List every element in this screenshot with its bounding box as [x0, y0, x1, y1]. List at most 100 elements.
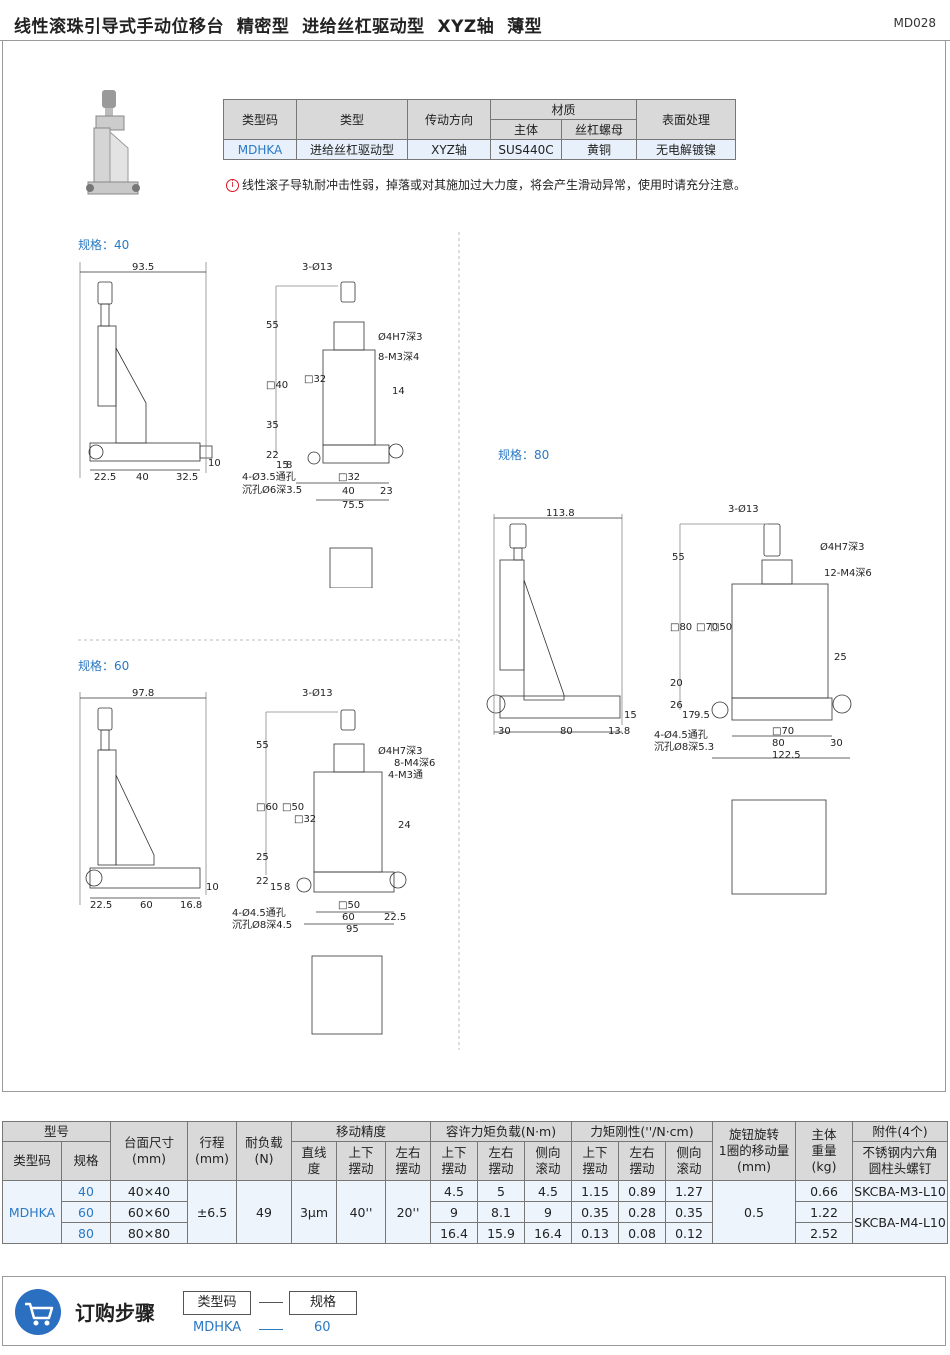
dim-80-f: □50	[710, 622, 732, 633]
order-box-size: 规格	[289, 1291, 357, 1315]
cell-stroke: ±6.5	[187, 1180, 237, 1244]
dim-80-n: 15	[624, 710, 637, 721]
cart-icon	[15, 1289, 61, 1335]
cell-weight-60: 1.22	[795, 1201, 853, 1223]
drawing-spec-40: 93.5 3-Ø13 55 □40 35 □32 Ø4H7深3 8-M3深4 1…	[79, 261, 422, 588]
dim-60-l: 22	[256, 876, 269, 887]
header-type: 类型	[296, 99, 408, 140]
dim-60-v: 95	[346, 924, 359, 935]
dim-80-m: 9.5	[694, 710, 710, 721]
header-body: 主体	[490, 119, 562, 140]
dim-80-g: Ø4H7深3	[820, 541, 864, 553]
ph-load: 耐负载 (N)	[236, 1121, 292, 1181]
dim-60-x: 沉孔Ø8深4.5	[232, 918, 292, 931]
dim-80-e: □70	[696, 622, 718, 633]
dim-40-q: □32	[338, 472, 360, 483]
info-icon: i	[226, 179, 239, 192]
dim-80-l: 17	[682, 710, 695, 721]
dim-60-d: □60	[256, 802, 278, 813]
ph-screw: 不锈钢内六角 圆柱头螺钉	[852, 1141, 948, 1181]
dim-60-w: 4-Ø4.5通孔	[232, 907, 286, 919]
dim-80-p: 80	[560, 726, 573, 737]
ph-knob: 旋钮旋转 1圈的移动量 (mm)	[712, 1121, 796, 1181]
ph-accuracy: 移动精度	[291, 1121, 431, 1142]
cell-k-80-1: 0.08	[618, 1222, 666, 1244]
dim-60-s: □50	[338, 900, 360, 911]
ph-m-yaw: 左右 摆动	[477, 1141, 525, 1181]
dim-40-p: 32.5	[176, 472, 198, 483]
dim-40-a: 93.5	[132, 262, 154, 273]
ph-m-pitch: 上下 摆动	[430, 1141, 478, 1181]
dim-80-i: 25	[834, 652, 847, 663]
dim-60-u: 22.5	[384, 912, 406, 923]
ph-model: 型号	[2, 1121, 111, 1142]
dim-80-c: 55	[672, 552, 685, 563]
cell-table-80: 80×80	[110, 1222, 188, 1244]
cell-k-60-2: 0.35	[665, 1201, 713, 1223]
dim-60-g: Ø4H7深3	[378, 745, 422, 757]
ph-weight: 主体 重量 (kg)	[795, 1121, 853, 1181]
cell-yaw-acc: 20''	[385, 1180, 431, 1244]
ph-k-yaw: 左右 摆动	[618, 1141, 666, 1181]
dim-40-g: Ø4H7深3	[378, 331, 422, 343]
cell-k-60-1: 0.28	[618, 1201, 666, 1223]
cell-k-60-0: 0.35	[571, 1201, 619, 1223]
performance-table: 型号 台面尺寸 (mm) 行程 (mm) 耐负载 (N) 移动精度 容许力矩负载…	[2, 1121, 948, 1244]
ph-type-code: 类型码	[2, 1141, 62, 1181]
cell-m-60-1: 8.1	[477, 1201, 525, 1223]
ph-stroke: 行程 (mm)	[187, 1121, 237, 1181]
order-value-size: 60	[314, 1320, 331, 1335]
cell-surface: 无电解镀镍	[636, 139, 736, 160]
product-photo	[86, 90, 140, 195]
ph-table-size: 台面尺寸 (mm)	[110, 1121, 188, 1181]
dim-60-e: □50	[282, 802, 304, 813]
cell-type-code: MDHKA	[2, 1180, 62, 1244]
dim-80-k: 26	[670, 700, 683, 711]
cell-nut: 黄铜	[561, 139, 637, 160]
order-value-connector	[259, 1329, 283, 1330]
header-type-code: 类型码	[223, 99, 297, 140]
catalog-code: MD028	[893, 16, 937, 30]
dim-80-q: 13.8	[608, 726, 630, 737]
dim-60-p: 22.5	[90, 900, 112, 911]
cell-k-80-0: 0.13	[571, 1222, 619, 1244]
cell-m-40-1: 5	[477, 1180, 525, 1202]
cell-size-40: 40	[61, 1180, 111, 1202]
header-direction: 传动方向	[407, 99, 491, 140]
cell-table-60: 60×60	[110, 1201, 188, 1223]
ph-accessory: 附件(4个)	[852, 1121, 948, 1142]
cell-size-60: 60	[61, 1201, 111, 1223]
dim-60-t: 60	[342, 912, 355, 923]
dim-40-i: 14	[392, 386, 405, 397]
cell-accessory-m4: SKCBA-M4-L10	[852, 1201, 948, 1244]
dim-80-v: 4-Ø4.5通孔	[654, 729, 708, 741]
spec-80-label: 规格：80	[498, 448, 550, 462]
cell-k-40-1: 0.89	[618, 1180, 666, 1202]
cell-m-80-2: 16.4	[524, 1222, 572, 1244]
ph-yaw: 左右 摆动	[385, 1141, 431, 1181]
cell-direction: XYZ轴	[407, 139, 491, 160]
cell-accessory-m3: SKCBA-M3-L10	[852, 1180, 948, 1202]
dim-60-j: 24	[398, 820, 411, 831]
dim-60-n: 8	[284, 882, 290, 893]
cell-pitch-acc: 40''	[336, 1180, 386, 1244]
cell-weight-40: 0.66	[795, 1180, 853, 1202]
cell-m-40-2: 4.5	[524, 1180, 572, 1202]
title-divider	[0, 40, 950, 41]
dim-40-f: □32	[304, 374, 326, 385]
cell-size-80: 80	[61, 1222, 111, 1244]
dim-40-j: 22	[266, 450, 279, 461]
dim-80-h: 12-M4深6	[824, 567, 872, 579]
dim-80-a: 113.8	[546, 508, 575, 519]
cell-straightness: 3μm	[291, 1180, 337, 1244]
dim-40-b: 3-Ø13	[302, 261, 333, 273]
dim-60-k: 25	[256, 852, 269, 863]
cell-m-60-0: 9	[430, 1201, 478, 1223]
ph-moment: 容许力矩负载(N·m)	[430, 1121, 572, 1142]
cell-weight-80: 2.52	[795, 1222, 853, 1244]
dim-40-n: 22.5	[94, 472, 116, 483]
ph-size: 规格	[61, 1141, 111, 1181]
spec-table: 类型码 类型 传动方向 材质 表面处理 主体 丝杠螺母 MDHKA 进给丝杠驱动…	[223, 99, 736, 160]
dim-60-f: □32	[294, 814, 316, 825]
